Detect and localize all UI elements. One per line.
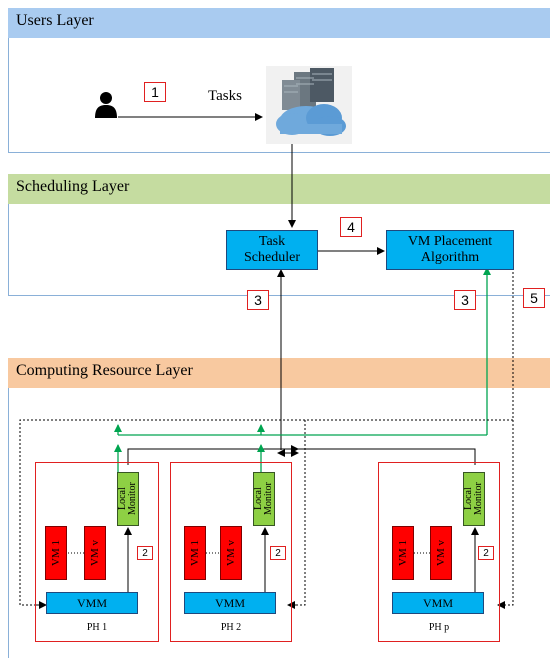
users-layer-title: Users Layer	[8, 8, 550, 38]
host-ph2	[170, 462, 292, 642]
task-scheduler-box: Task Scheduler	[226, 230, 318, 270]
host-ph1-vmm: VMM	[46, 592, 138, 614]
host-ph1	[35, 462, 159, 642]
host-ph1-step-2-badge: 2	[137, 546, 153, 560]
placement-command-loop	[19, 268, 514, 606]
host-ph2-vm-last: VM v	[220, 526, 242, 580]
host-ph2-local-monitor: Local Monitor	[253, 472, 275, 526]
host-php-label: PH p	[428, 622, 450, 633]
tasks-label: Tasks	[208, 88, 242, 104]
host-php-vm-first: VM 1	[392, 526, 414, 580]
step-1-badge: 1	[144, 82, 166, 102]
vm-placement-line2: Algorithm	[420, 250, 480, 265]
host-ph2-vm-first: VM 1	[184, 526, 206, 580]
host-status-bus	[127, 448, 476, 465]
step-3-left-badge: 3	[247, 290, 269, 310]
cloud-datacenter-icon	[266, 66, 352, 144]
step-4-badge: 4	[340, 217, 362, 237]
host-php-step-2-badge: 2	[478, 546, 494, 560]
user-icon	[93, 90, 119, 118]
vm-placement-box: VM Placement Algorithm	[386, 230, 514, 270]
host-php-vm-last: VM v	[430, 526, 452, 580]
host-ph1-vm-first: VM 1	[45, 526, 67, 580]
step-3-right-badge: 3	[454, 290, 476, 310]
host-ph1-vm-last: VM v	[84, 526, 106, 580]
task-scheduler-line2: Scheduler	[244, 250, 300, 265]
step-5-badge: 5	[523, 288, 545, 308]
task-scheduler-line1: Task	[258, 234, 286, 249]
host-ph2-step-2-badge: 2	[270, 546, 286, 560]
host-ph2-vmm: VMM	[184, 592, 276, 614]
host-php	[378, 462, 500, 642]
scheduling-layer-title: Scheduling Layer	[8, 174, 550, 204]
host-ph1-label: PH 1	[86, 622, 108, 633]
host-ph2-label: PH 2	[220, 622, 242, 633]
vm-placement-line1: VM Placement	[407, 234, 493, 249]
host-php-local-monitor: Local Monitor	[463, 472, 485, 526]
host-ph1-local-monitor: Local Monitor	[117, 472, 139, 526]
computing-resource-layer-title: Computing Resource Layer	[8, 358, 550, 388]
host-php-vmm: VMM	[392, 592, 484, 614]
